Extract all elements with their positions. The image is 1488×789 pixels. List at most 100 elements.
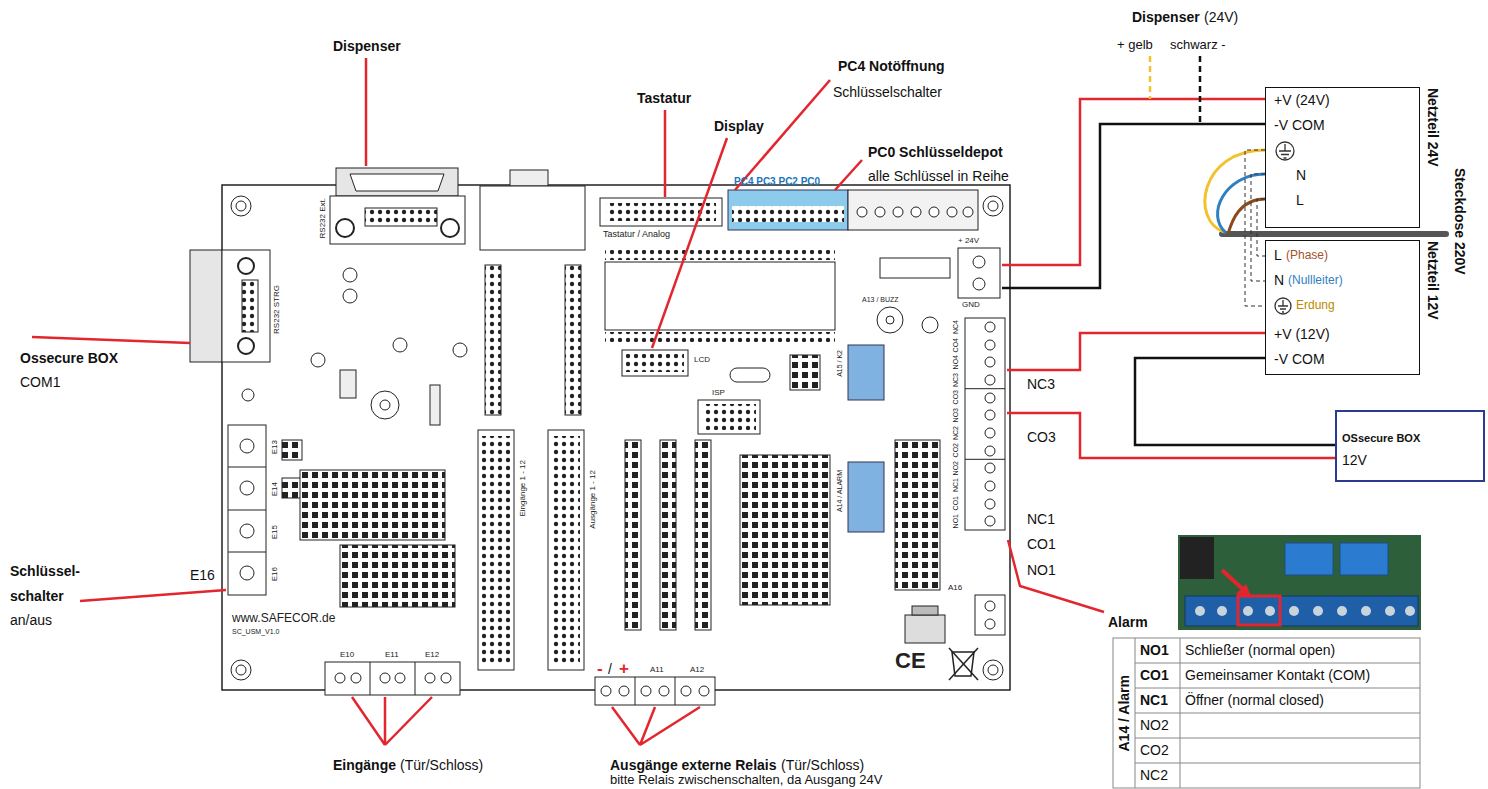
board-components (985, 516, 995, 526)
alarm-table (1113, 638, 1420, 788)
dispenser-connector (336, 168, 458, 196)
circuit-board (988, 201, 998, 211)
board-components (605, 250, 835, 260)
earth-symbol (1275, 142, 1294, 314)
board-components (380, 400, 390, 410)
mains-cable (1228, 199, 1265, 234)
terminal-label: NC4 (952, 320, 960, 334)
circuit-board (983, 660, 1003, 680)
leader-line (652, 138, 727, 348)
board-components (300, 470, 445, 540)
leader-line (612, 707, 700, 745)
leader-line (835, 160, 862, 190)
alarm-table (1135, 688, 1420, 689)
board-photo (1361, 606, 1371, 616)
earth-symbol (1275, 298, 1291, 314)
part-label: PC4 Notöffnung (838, 58, 945, 74)
board-components (985, 322, 995, 332)
device-box: OSsecure BOX12V (1335, 410, 1485, 482)
com-connector (238, 258, 254, 274)
box-text: N (1296, 167, 1306, 183)
board-components (380, 673, 390, 683)
silkscreen-text: A15 / K2 (836, 350, 844, 377)
board-photo (1405, 606, 1415, 616)
box-text: +V (24V) (1274, 92, 1330, 108)
box-text: -V COM (1274, 117, 1325, 133)
silkscreen-text: Ausgänge 1 - 12 (588, 470, 597, 529)
board-components (848, 345, 884, 400)
silkscreen-text: A11 (650, 665, 664, 674)
com-connector (190, 250, 222, 362)
part-label: Ossecure BOX (20, 350, 118, 366)
board-photo (1178, 535, 1421, 630)
board-components (453, 343, 467, 357)
polarity-sign: - (597, 659, 603, 679)
silkscreen-text: E10 (340, 650, 354, 659)
board-components (240, 439, 254, 453)
board-components (895, 440, 940, 590)
box-text: L (1296, 192, 1304, 208)
board-components (985, 463, 995, 473)
pin-label: PC4 PC3 PC2 PC0 (734, 176, 820, 188)
circuit-board (236, 665, 246, 675)
pin-label: CO1 (1027, 536, 1056, 552)
board-components (240, 481, 254, 495)
board-components (595, 677, 715, 705)
board-components (886, 316, 894, 324)
board-components (660, 440, 676, 630)
silkscreen-text: Tastatur / Analog (603, 229, 670, 239)
board-components (985, 481, 995, 491)
board-components (228, 552, 266, 553)
board-photo (1285, 543, 1333, 575)
board-photo (1195, 606, 1205, 616)
silkscreen-text: www.SAFECOR.de (232, 612, 335, 626)
weee-symbol (949, 648, 978, 680)
silkscreen-text: E15 (270, 525, 279, 539)
board-components (911, 207, 921, 217)
mains-cable (1257, 199, 1265, 256)
mains-cable (1218, 174, 1265, 233)
board-components (848, 190, 978, 230)
board-components (973, 278, 985, 290)
note-text: an/aus (10, 612, 52, 628)
dispenser-connector (330, 168, 465, 244)
board-components (485, 265, 501, 415)
board-components (228, 510, 266, 511)
part-label: Tastatur (637, 90, 691, 106)
silkscreen-text: SC_USM_V1.0 (232, 628, 279, 636)
board-components (659, 686, 669, 696)
silkscreen-text: RS232 Ext. (318, 198, 327, 238)
board-components (985, 393, 995, 403)
silkscreen-text: E12 (425, 650, 439, 659)
mains-cable (1205, 150, 1446, 281)
polarity-sign: / (608, 661, 612, 677)
com-connector (238, 338, 254, 354)
board-photo (1337, 606, 1347, 616)
board-components (893, 207, 903, 217)
circuit-board (222, 185, 1010, 690)
board-components (548, 430, 584, 670)
table-cell: A14 / Alarm (1116, 675, 1132, 752)
com-connector (242, 280, 258, 332)
board-components (875, 207, 885, 217)
board-components (343, 289, 357, 303)
board-components (482, 436, 510, 664)
circuit-board (231, 196, 251, 216)
board-components (641, 686, 651, 696)
power-wire (1199, 56, 1202, 124)
power-wire (1149, 56, 1152, 99)
pin-label: E16 (190, 567, 215, 583)
board-components (635, 677, 636, 705)
pin-label: NC1 (1027, 511, 1055, 527)
board-components (626, 354, 684, 372)
board-components (619, 686, 629, 696)
weee-symbol (949, 648, 978, 680)
board-components (848, 462, 884, 532)
board-components (985, 499, 995, 509)
board-components (480, 186, 585, 250)
board-components (985, 340, 995, 350)
part-label: Steckdose 220V (1452, 168, 1468, 275)
power-supply-box: +V (24V)-V COMNLNetzteil 24V (1265, 87, 1420, 228)
silkscreen-text: LCD (694, 355, 710, 364)
